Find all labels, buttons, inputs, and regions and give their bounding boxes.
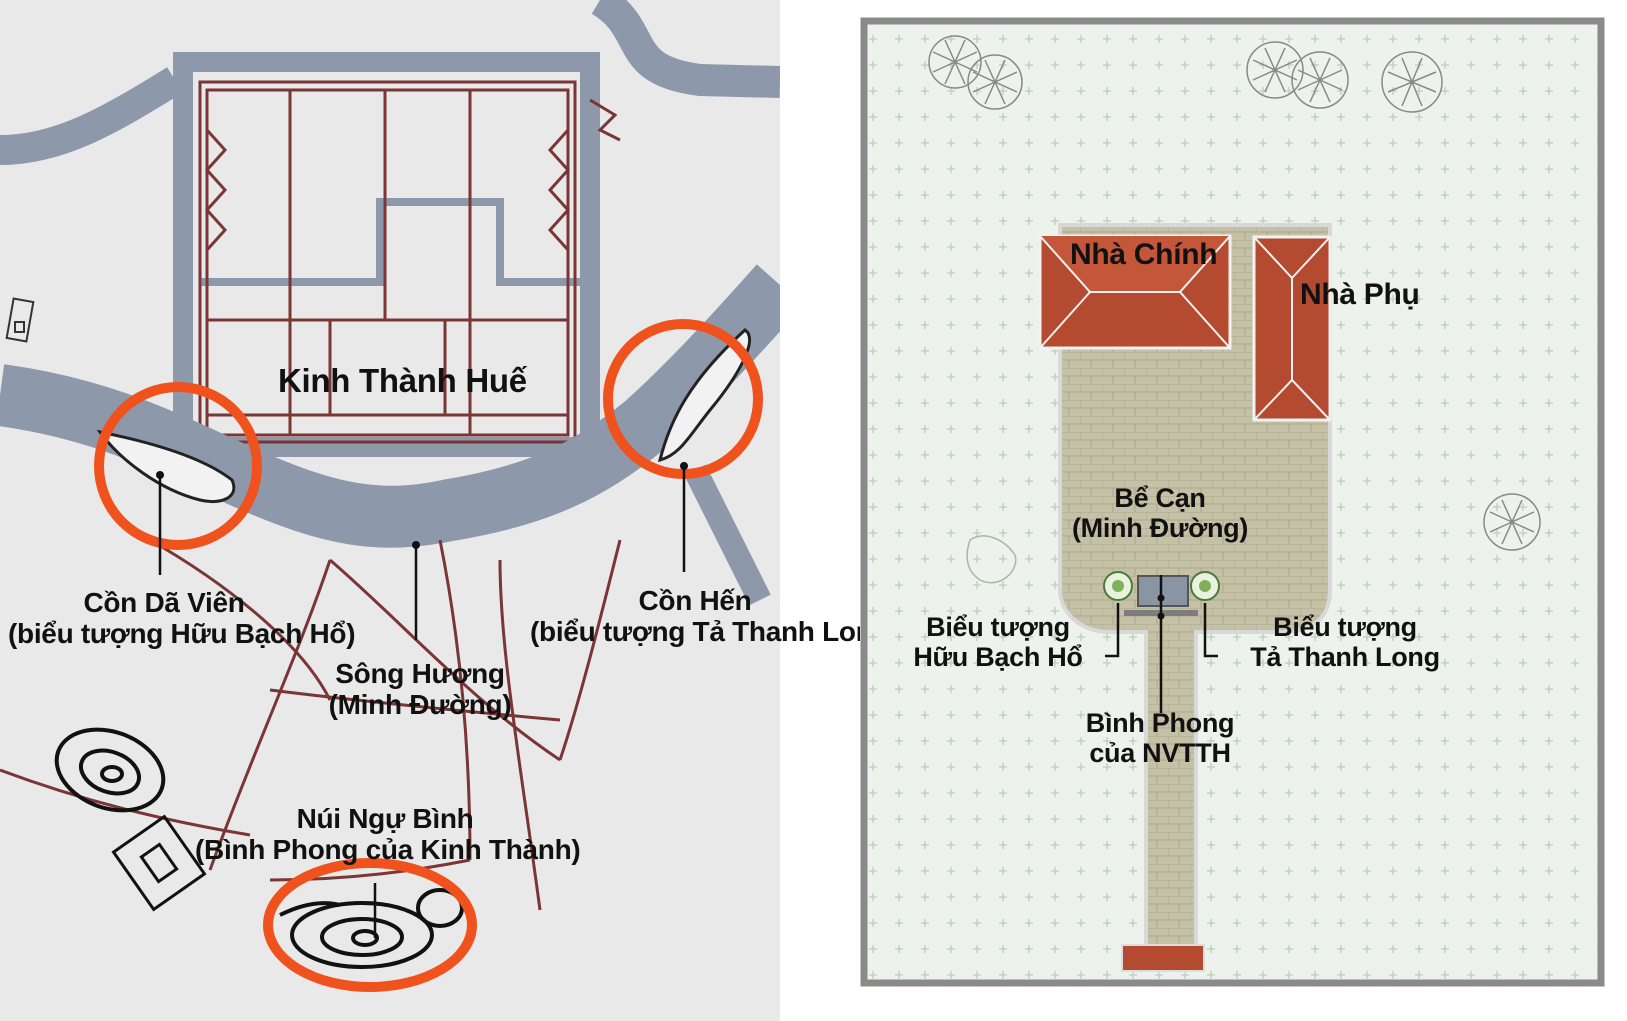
label-huu-bach-ho-symbol: Biểu tượng Hữu Bạch Hổ [908,612,1088,672]
label-nha-phu: Nhà Phụ [1300,278,1420,311]
con-da-vien-island [96,429,236,504]
label-kinh-thanh-hue: Kinh Thành Huế [278,362,527,399]
gate-roof [1121,944,1205,972]
label-song-huong: Sông Hương (Minh Đường) [320,658,520,721]
label-be-can: Bể Cạn (Minh Đường) [1060,483,1260,543]
map-leader-lines [158,462,686,938]
label-nha-chinh: Nhà Chính [1070,238,1218,271]
ring-con-da-vien [94,382,262,550]
shrub-left [1103,571,1133,601]
left-symbol-line2: Hữu Bạch Hổ [913,642,1083,673]
plan-leader-dots [1157,594,1165,620]
south-roads [0,538,622,911]
citadel-roads [198,80,621,444]
side-house-roof [1252,235,1332,422]
nui-ngu-binh-contours [279,888,464,969]
be-can-name: Bể Cạn [1114,483,1206,513]
con-hen-name: Cồn Hến [638,585,752,616]
song-huong-symbol: (Minh Đường) [328,689,512,721]
river-branch-southeast [684,464,771,606]
left-symbol-line1: Biểu tượng [926,612,1070,642]
right-symbol-line1: Biểu tượng [1273,612,1417,642]
river-branch-northwest [0,67,183,165]
con-da-vien-name: Cồn Dã Viên [83,587,245,618]
plan-drawing [860,17,1605,987]
trees [928,35,1541,584]
map-drawing [0,0,780,992]
nui-ngu-binh-name: Núi Ngự Bình [296,803,474,834]
be-can-basin [1137,575,1189,607]
binh-phong-line2: của NVTTH [1089,738,1231,769]
con-da-vien-symbol: (biểu tượng Hữu Bạch Hổ) [8,618,356,650]
label-ta-thanh-long-symbol: Biểu tượng Tả Thanh Long [1240,612,1450,672]
song-huong-name: Sông Hương [335,658,505,689]
main-house-roof [1038,234,1232,350]
house-site-plan: Nhà Chính Nhà Phụ Bể Cạn (Minh Đường) Bi… [860,0,1627,1021]
citadel-moat [173,52,600,457]
ring-nui-ngu-binh [263,858,477,992]
label-con-hen: Cồn Hến (biểu tượng Tả Thanh Long) [530,585,899,648]
be-can-symbol: (Minh Đường) [1071,513,1249,544]
con-hen-symbol: (biểu tượng Tả Thanh Long) [530,616,899,648]
building-southwest [111,814,207,912]
nui-ngu-binh-symbol: (Bình Phong của Kinh Thành) [195,834,581,866]
binh-phong-line1: Bình Phong [1085,708,1235,738]
river-branch-north [591,0,780,98]
shrub-right [1190,571,1220,601]
label-binh-phong: Bình Phong của NVTTH [1065,708,1255,768]
building-west [5,297,35,343]
con-hen-island [657,328,751,463]
mountain-west [54,727,166,813]
inner-canal [200,198,580,286]
right-symbol-line2: Tả Thanh Long [1250,642,1440,673]
song-huong-river [0,264,780,548]
label-nui-ngu-binh: Núi Ngự Bình (Bình Phong của Kinh Thành) [195,803,581,866]
label-con-da-vien: Cồn Dã Viên (biểu tượng Hữu Bạch Hổ) [8,587,356,650]
hue-citadel-map: Kinh Thành Huế Cồn Dã Viên (biểu tượng H… [0,0,899,1021]
map-leader-dots [156,462,688,549]
